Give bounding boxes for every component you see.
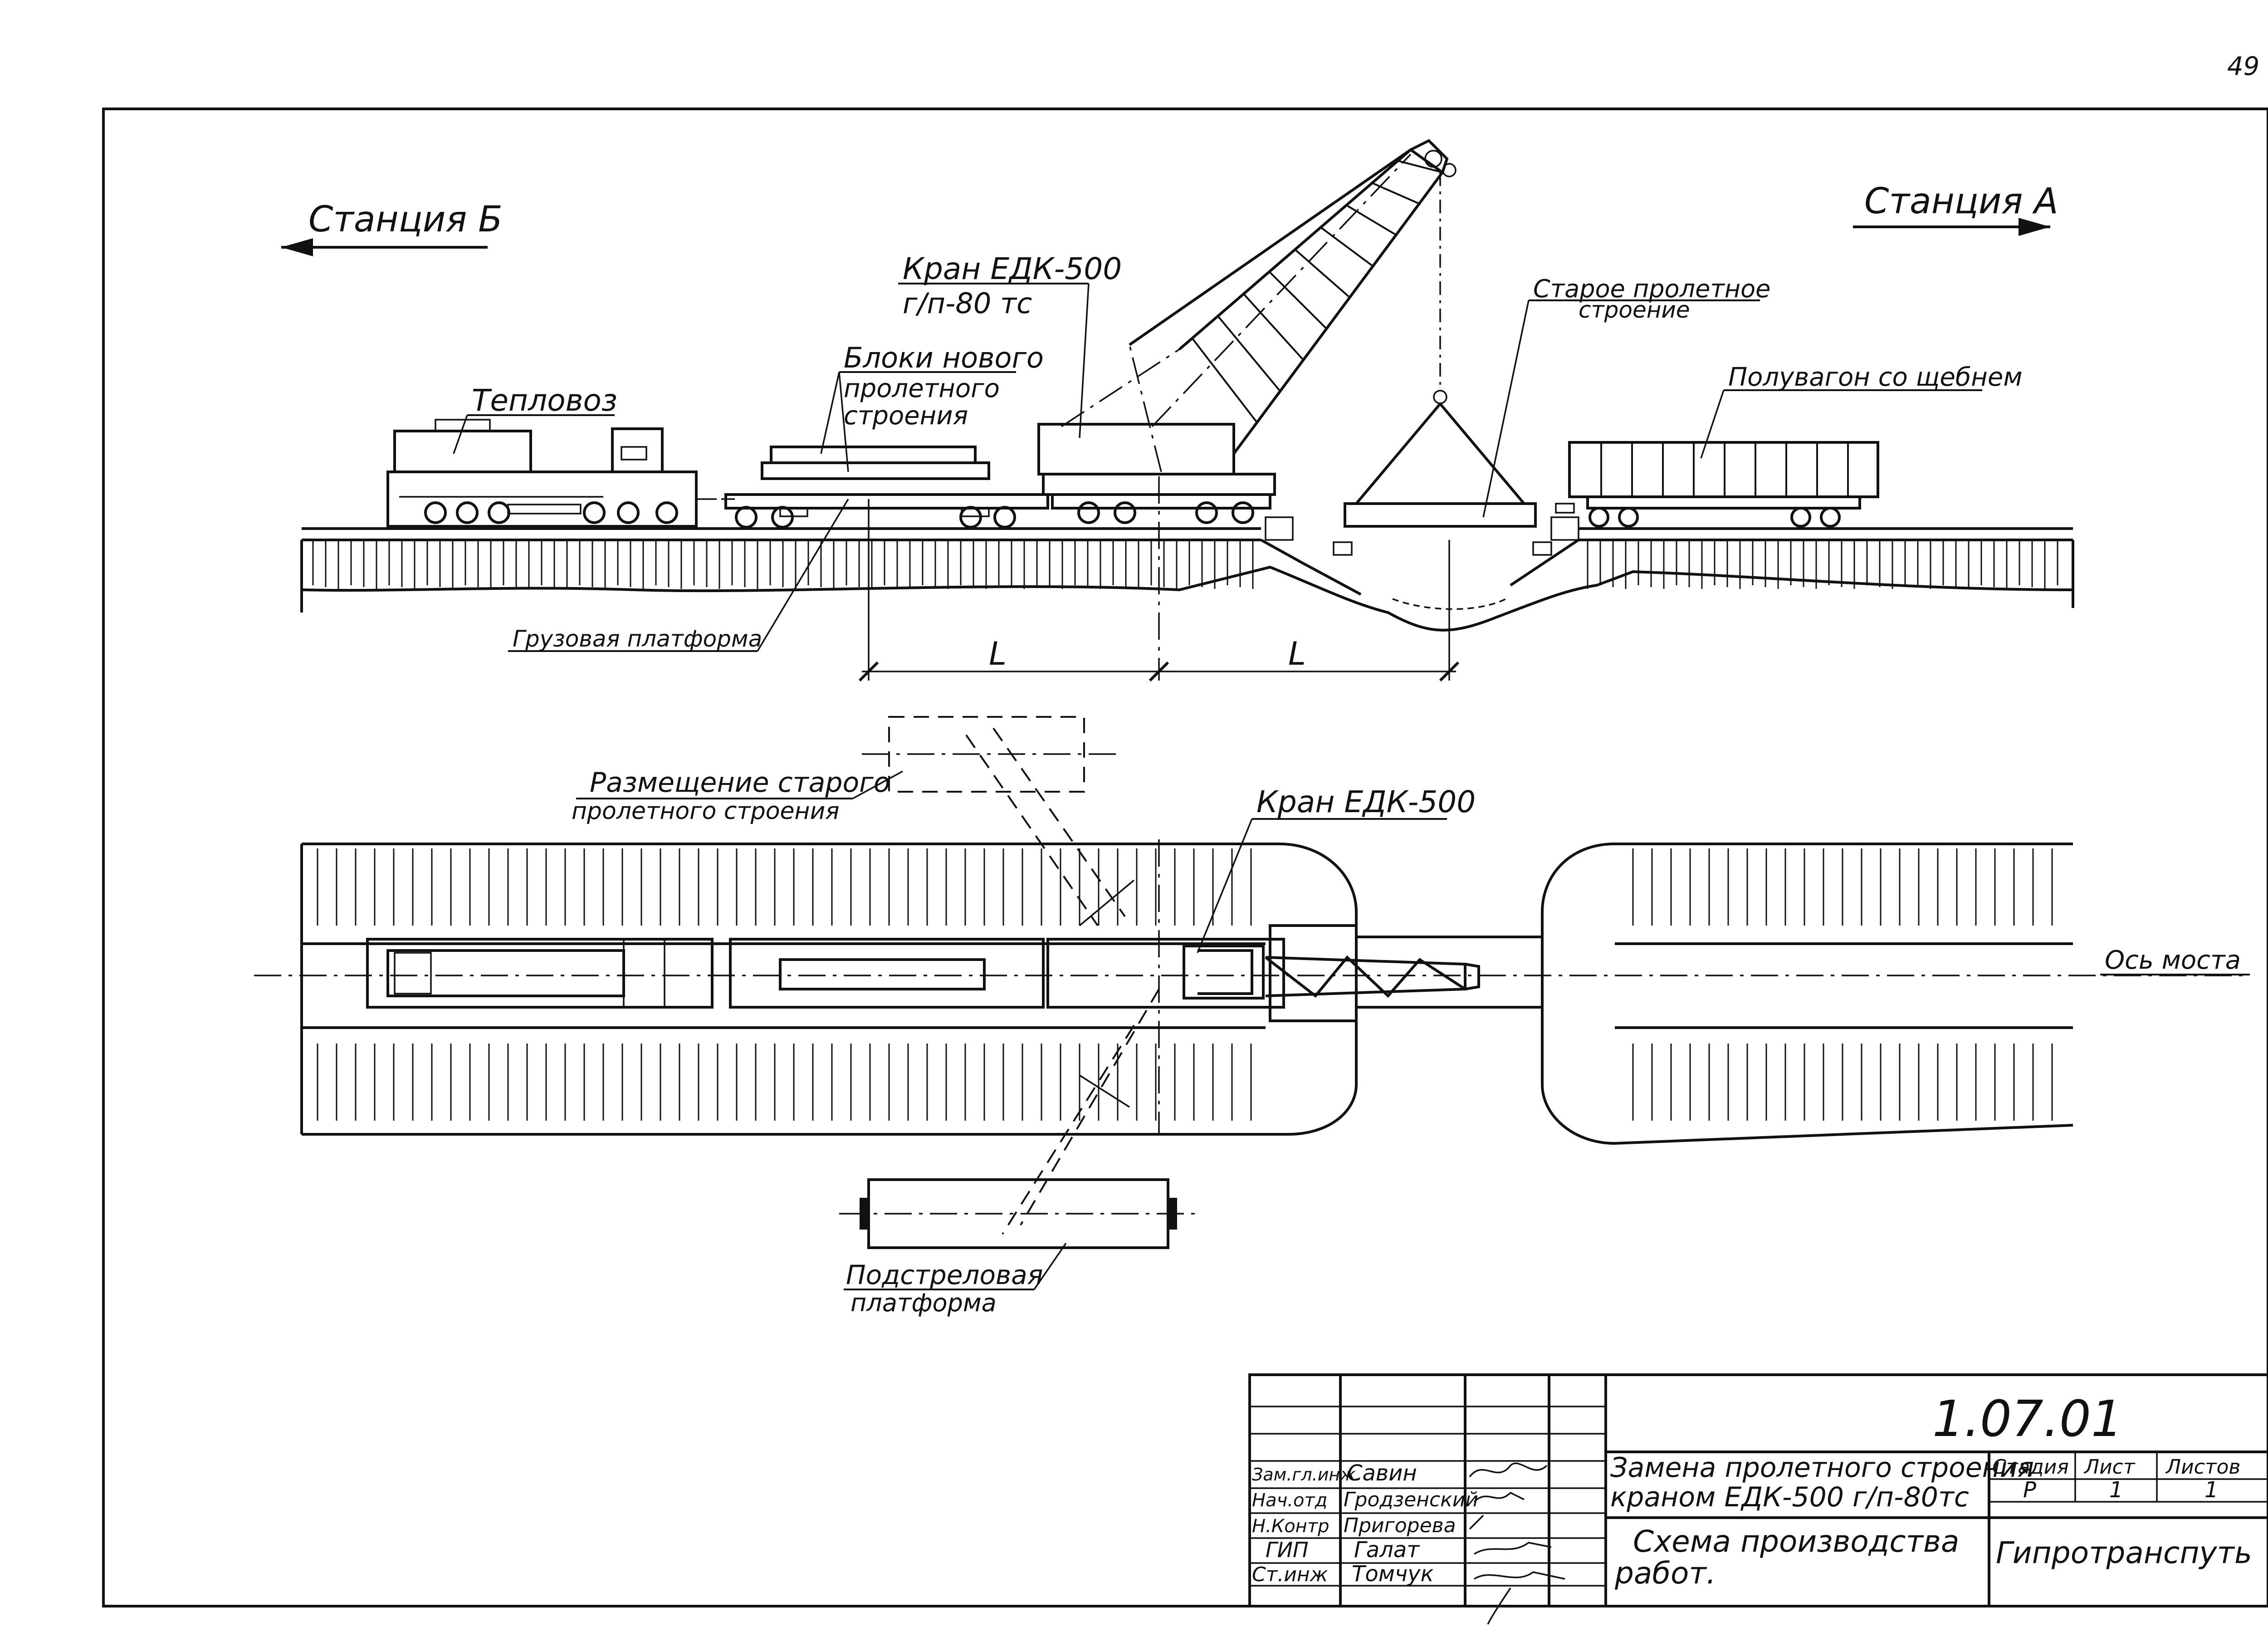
station-b-label: Станция Б (281, 199, 503, 256)
train-plan (366, 924, 1358, 1022)
embankment-hatch-left (312, 540, 1254, 589)
plan-view: Размещение старого пролетного строения О… (254, 716, 2250, 1317)
svg-text:Нач.отд: Нач.отд (1252, 1490, 1327, 1511)
title-line-2: краном ЕДК-500 г/п-80тс (1610, 1481, 1969, 1513)
old-span-placement (862, 716, 1120, 793)
label-boom-platform: Подстреловая платформа (844, 1243, 1067, 1317)
cargo-platform (721, 446, 1049, 529)
page-number: 49 (2227, 52, 2259, 81)
title-block: 1.07.01 Замена пролетного строения крано… (1248, 1373, 2268, 1625)
label-old-span: Старое пролетное строение (1482, 274, 1770, 518)
subtitle-line-2: работ. (1614, 1556, 1716, 1591)
drawing-frame (102, 108, 2268, 1607)
svg-text:Грузовая платформа: Грузовая платформа (513, 626, 762, 652)
svg-text:Савин: Савин (1347, 1460, 1417, 1486)
svg-text:Н.Контр: Н.Контр (1252, 1516, 1330, 1537)
crane-boom (1129, 148, 1445, 455)
value-stage: Р (2023, 1477, 2036, 1503)
label-bridge-axis: Ось моста (2100, 946, 2250, 975)
svg-text:платформа: платформа (850, 1289, 997, 1317)
label-gondola: Полувагон со щебнем (1700, 363, 2023, 459)
svg-text:Томчук: Томчук (1352, 1561, 1434, 1587)
svg-text:Старое пролетное: Старое пролетное (1533, 274, 1770, 303)
svg-text:Кран ЕДК-500: Кран ЕДК-500 (1256, 784, 1476, 819)
label-crane: Кран ЕДК-500 г/п-80 тс (898, 251, 1122, 438)
left-abutment (1265, 516, 1294, 541)
old-span (1344, 403, 1537, 528)
arrow-left-icon (281, 238, 313, 256)
value-sheets: 1 (2204, 1477, 2219, 1503)
arrow-right-icon (2019, 218, 2050, 236)
bridge-span-plan (1355, 936, 1544, 1009)
organization: Гипротранспуть (1996, 1535, 2252, 1570)
boom-support-platform (839, 1178, 1198, 1249)
label-crane-plan: Кран ЕДК-500 (1197, 784, 1476, 953)
svg-text:Станция Б: Станция Б (308, 199, 503, 240)
label-locomotive: Тепловоз (453, 383, 617, 454)
embankment-hatch-right (1587, 540, 2058, 589)
svg-text:ГИП: ГИП (1266, 1538, 1309, 1562)
people-rows: Зам.гл.инж. Савин Нач.отд Гродзенский Н.… (1252, 1460, 1478, 1587)
right-abutment (1550, 516, 1579, 541)
svg-text:Гродзенский: Гродзенский (1344, 1488, 1478, 1511)
label-new-span-blocks: Блоки нового пролетного строения (820, 341, 1044, 472)
svg-text:Размещение старого: Размещение старого (590, 767, 890, 799)
label-placement: Размещение старого пролетного строения (572, 767, 903, 825)
header-stage: Стадия (1992, 1456, 2069, 1479)
signatures (1469, 1462, 1565, 1625)
svg-text:г/п-80 тс: г/п-80 тс (903, 287, 1032, 320)
svg-text:пролетного: пролетного (844, 374, 1000, 403)
locomotive (386, 419, 717, 528)
dimension-line: L L (858, 476, 1460, 682)
header-sheet: Лист (2083, 1456, 2136, 1479)
doc-number: 1.07.01 (1932, 1390, 2123, 1448)
svg-text:Полувагон со щебнем: Полувагон со щебнем (1728, 363, 2023, 392)
station-a-label: Станция А (1853, 181, 2058, 236)
crane-edk500 (1037, 139, 1457, 524)
dimension-l-right: L (1288, 635, 1306, 672)
crane-boom-plan (1265, 955, 1480, 998)
svg-text:Блоки нового: Блоки нового (844, 341, 1044, 374)
ground-line (301, 565, 2073, 632)
svg-text:Тепловоз: Тепловоз (472, 383, 617, 418)
svg-text:пролетного строения: пролетного строения (572, 798, 840, 825)
hook-icon (1433, 390, 1447, 404)
header-sheets: Листов (2165, 1456, 2240, 1479)
dimension-l-left: L (989, 635, 1007, 672)
subtitle-line-1: Схема производства (1633, 1524, 1959, 1559)
label-cargo-platform: Грузовая платформа (508, 499, 849, 652)
svg-text:Зам.гл.инж.: Зам.гл.инж. (1252, 1465, 1361, 1485)
svg-text:Пригорева: Пригорева (1344, 1514, 1456, 1537)
svg-text:Галат: Галат (1354, 1537, 1420, 1563)
title-line-1: Замена пролетного строения (1610, 1452, 2034, 1484)
svg-text:Кран ЕДК-500: Кран ЕДК-500 (903, 251, 1122, 286)
svg-text:Подстреловая: Подстреловая (846, 1260, 1043, 1290)
elevation-view: Станция Б Станция А (281, 139, 2074, 682)
svg-text:Ось моста: Ось моста (2105, 946, 2241, 975)
svg-text:Станция А: Станция А (1864, 181, 2058, 222)
value-sheet: 1 (2109, 1477, 2123, 1503)
gondola-car (1555, 441, 1879, 528)
svg-text:строения: строения (844, 401, 968, 431)
svg-text:Ст.инж: Ст.инж (1252, 1563, 1328, 1586)
